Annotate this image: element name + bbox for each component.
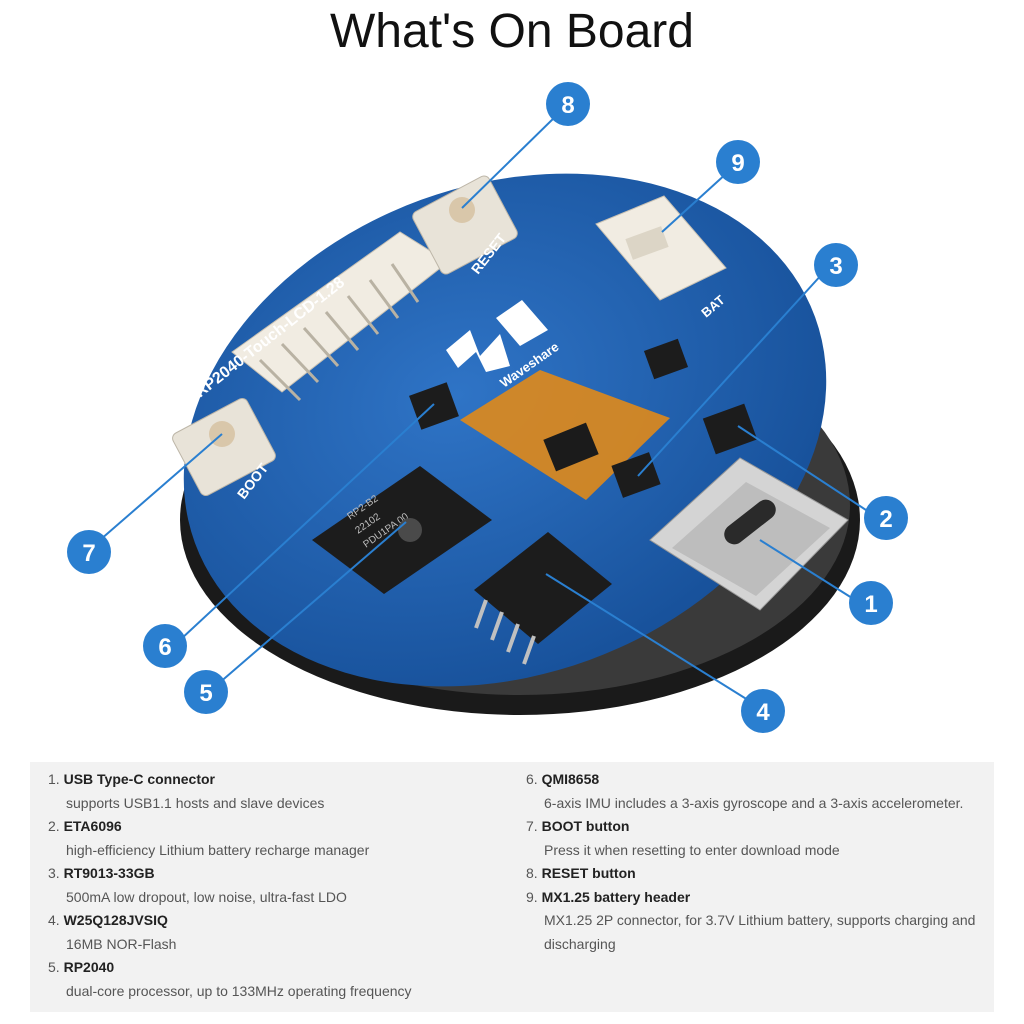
component-legend: 1. USB Type-C connector supports USB1.1 … — [30, 762, 994, 1012]
legend-item: 3. RT9013-33GB 500mA low dropout, low no… — [48, 862, 488, 909]
reset-button — [412, 175, 518, 275]
qmi8658-chip — [409, 382, 459, 430]
callout-3: 3 — [814, 243, 858, 287]
board-illustration: RP2040-Touch-LCD-1.28 RESET BOOT BAT Wav… — [67, 82, 908, 733]
legend-item: 9. MX1.25 battery header MX1.25 2P conne… — [526, 886, 986, 957]
boot-button — [172, 397, 276, 497]
legend-item-number: 1. — [48, 771, 60, 787]
inductor — [702, 403, 758, 455]
legend-item: 6. QMI8658 6-axis IMU includes a 3-axis … — [526, 768, 986, 815]
legend-item-name: W25Q128JVSIQ — [63, 912, 168, 928]
legend-item-number: 4. — [48, 912, 60, 928]
legend-item-desc: MX1.25 2P connector, for 3.7V Lithium ba… — [544, 912, 976, 952]
legend-item-number: 6. — [526, 771, 538, 787]
legend-item: 2. ETA6096 high-efficiency Lithium batte… — [48, 815, 488, 862]
callout-5: 5 — [184, 670, 228, 714]
legend-column-right: 6. QMI8658 6-axis IMU includes a 3-axis … — [526, 768, 986, 956]
callout-9: 9 — [716, 140, 760, 184]
callout-5-label: 5 — [199, 680, 212, 707]
legend-item-name: ETA6096 — [63, 818, 122, 834]
legend-item-desc: 6-axis IMU includes a 3-axis gyroscope a… — [544, 794, 964, 811]
legend-item-name: BOOT button — [541, 818, 630, 834]
callout-1: 1 — [849, 581, 893, 625]
legend-item-number: 8. — [526, 865, 538, 881]
fpc-connector — [231, 231, 449, 402]
callout-1-label: 1 — [864, 591, 877, 618]
legend-item-number: 3. — [48, 865, 60, 881]
legend-item-desc: supports USB1.1 hosts and slave devices — [66, 794, 325, 811]
legend-item-name: RP2040 — [63, 959, 115, 975]
legend-item-name: USB Type-C connector — [63, 771, 216, 787]
legend-item-desc: high-efficiency Lithium battery recharge… — [66, 841, 370, 858]
battery-header — [595, 195, 727, 301]
callout-9-label: 9 — [731, 150, 744, 177]
legend-item: 8. RESET button — [526, 862, 986, 886]
rp2040-chip: RP2-B2 22102 PDU1PA 00 — [312, 466, 492, 594]
legend-item-name: RESET button — [541, 865, 636, 881]
legend-item-number: 5. — [48, 959, 60, 975]
legend-item: 1. USB Type-C connector supports USB1.1 … — [48, 768, 488, 815]
callout-8: 8 — [546, 82, 590, 126]
flash-chip — [474, 532, 612, 665]
callout-4-label: 4 — [756, 699, 770, 726]
legend-item-desc: 500mA low dropout, low noise, ultra-fast… — [66, 888, 347, 905]
callout-6-label: 6 — [158, 634, 171, 661]
legend-item-name: QMI8658 — [541, 771, 600, 787]
legend-column-left: 1. USB Type-C connector supports USB1.1 … — [48, 768, 488, 1003]
callout-7-label: 7 — [82, 540, 95, 567]
touch-ic — [543, 422, 599, 472]
waveshare-logo — [446, 300, 548, 372]
rt9013-chip — [643, 338, 689, 380]
legend-item-number: 2. — [48, 818, 60, 834]
callout-8-label: 8 — [561, 92, 574, 119]
usb-c-connector — [649, 457, 849, 611]
callout-2-label: 2 — [879, 506, 892, 533]
legend-item-number: 9. — [526, 888, 538, 905]
legend-item: 5. RP2040 dual-core processor, up to 133… — [48, 956, 488, 1003]
callout-7: 7 — [67, 530, 111, 574]
legend-item-number: 7. — [526, 818, 538, 834]
callout-6: 6 — [143, 624, 187, 668]
callout-3-label: 3 — [829, 253, 842, 280]
legend-item-desc: 16MB NOR-Flash — [66, 935, 177, 952]
callout-4: 4 — [741, 689, 785, 733]
legend-item-name: MX1.25 battery header — [541, 888, 691, 905]
legend-item-desc: Press it when resetting to enter downloa… — [544, 841, 840, 858]
legend-item-name: RT9013-33GB — [63, 865, 155, 881]
legend-item: 7. BOOT button Press it when resetting t… — [526, 815, 986, 862]
callout-2: 2 — [864, 496, 908, 540]
legend-item-desc: dual-core processor, up to 133MHz operat… — [66, 982, 412, 999]
page-title: What's On Board — [330, 5, 694, 58]
legend-item: 4. W25Q128JVSIQ 16MB NOR-Flash — [48, 909, 488, 956]
